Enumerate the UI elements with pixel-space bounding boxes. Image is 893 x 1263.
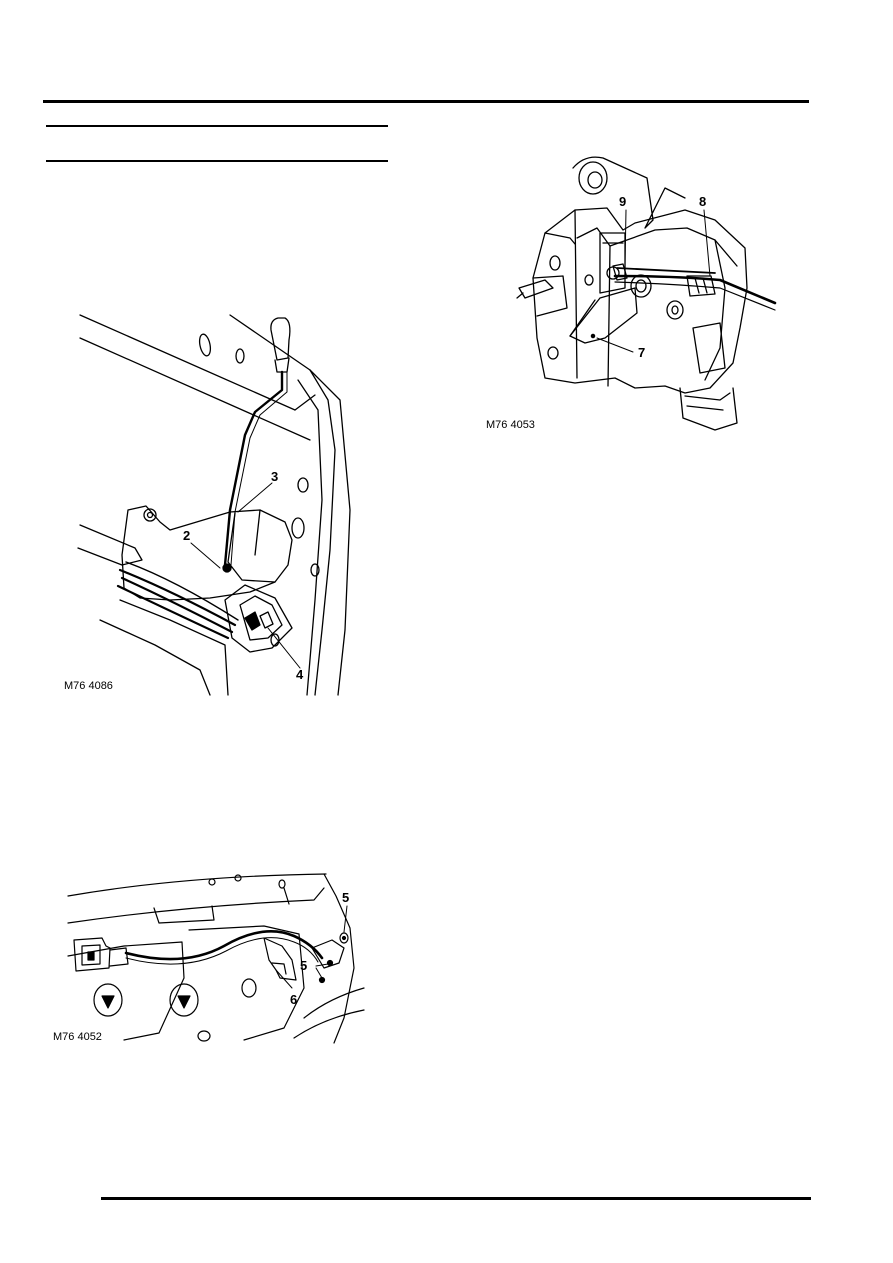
callout-6: 6: [290, 992, 297, 1007]
callout-2: 2: [183, 528, 190, 543]
figure-ref-m76-4086: M76 4086: [64, 680, 113, 692]
header-rule: [43, 100, 809, 103]
callout-8: 8: [699, 194, 706, 209]
callout-9: 9: [619, 194, 626, 209]
callout-5-top: 5: [342, 890, 349, 905]
callout-7: 7: [638, 345, 645, 360]
figure-harness-illustration: 5 5 6: [64, 868, 365, 1048]
callout-3: 3: [271, 469, 278, 484]
figure-ref-m76-4053: M76 4053: [486, 419, 535, 431]
callout-4: 4: [296, 667, 304, 682]
figure-ref-m76-4052: M76 4052: [53, 1031, 102, 1043]
footer-rule: [101, 1197, 811, 1200]
section-rule-top: [46, 125, 388, 127]
section-rule-bottom: [46, 160, 388, 162]
figure-latch-illustration: 9 8 7: [515, 148, 785, 433]
callout-5-lower: 5: [300, 958, 307, 973]
figure-regulator-illustration: 2 3 4: [60, 300, 380, 700]
